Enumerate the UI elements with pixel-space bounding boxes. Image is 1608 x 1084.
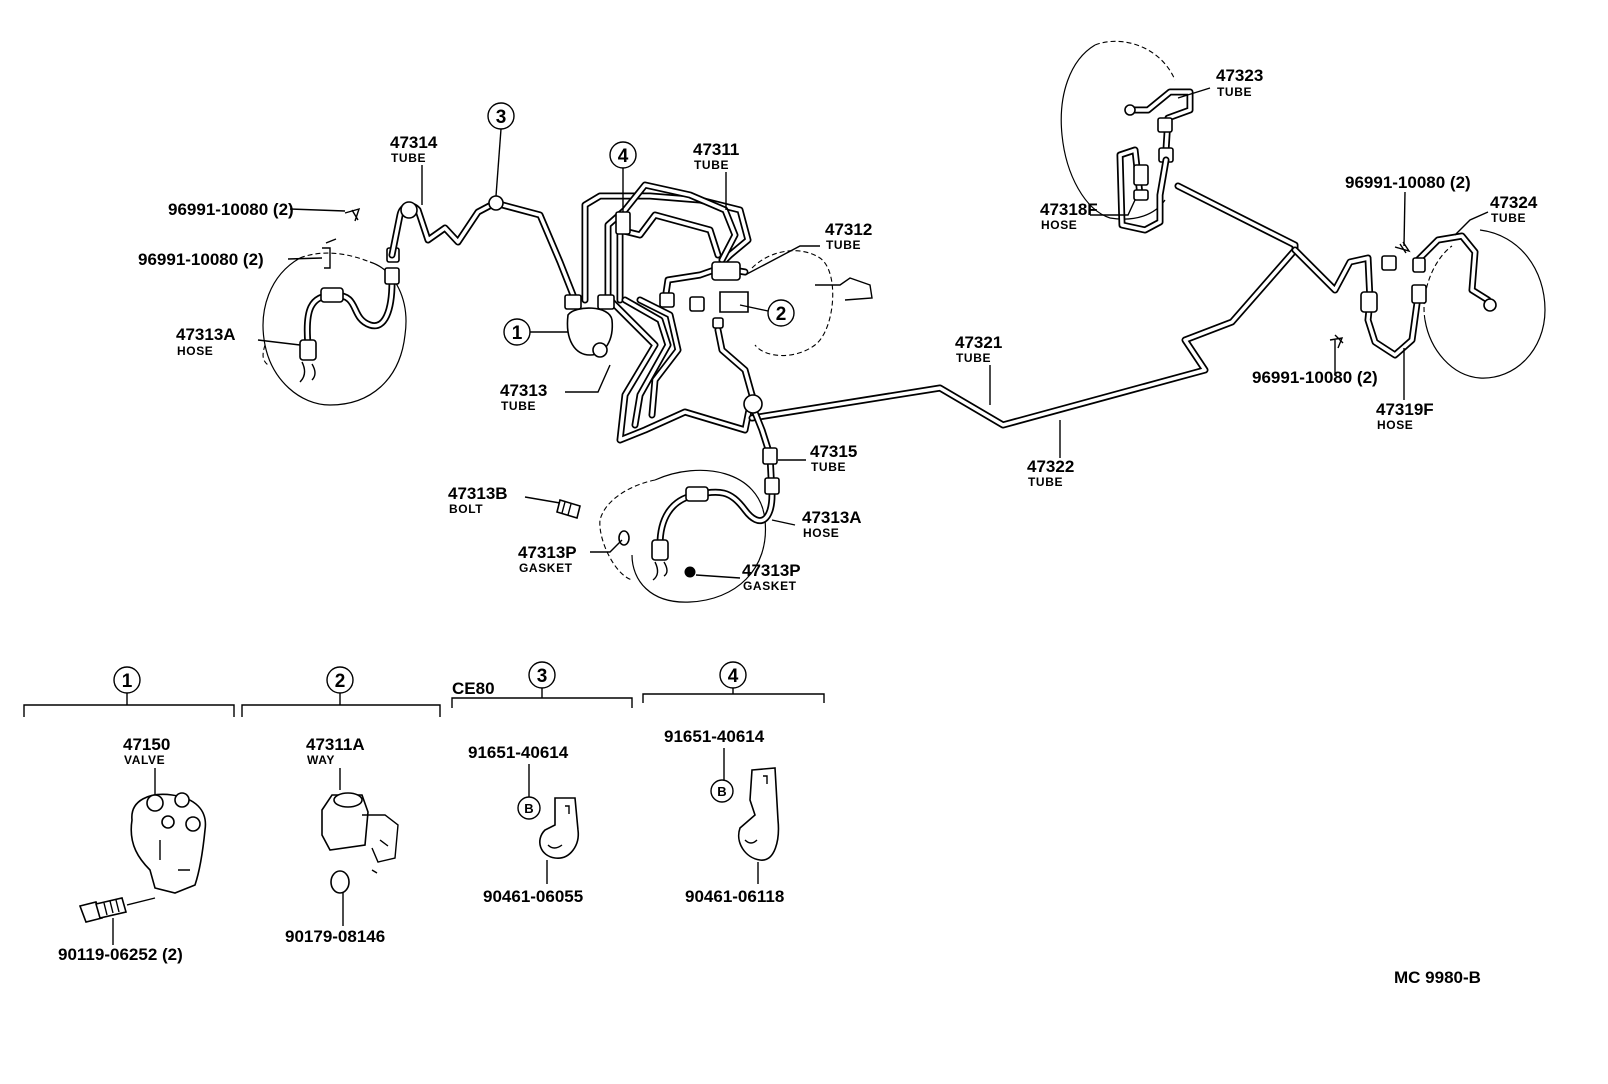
svg-text:TUBE: TUBE bbox=[1028, 475, 1063, 489]
label-47315-tube: 47315 TUBE bbox=[810, 442, 857, 474]
right-front-wheel-assembly bbox=[556, 469, 780, 603]
callout-2-marker: 2 bbox=[739, 299, 795, 327]
svg-text:90119-06252 (2): 90119-06252 (2) bbox=[58, 945, 183, 964]
svg-text:91651-40614: 91651-40614 bbox=[468, 743, 569, 762]
svg-text:TUBE: TUBE bbox=[811, 460, 846, 474]
svg-text:HOSE: HOSE bbox=[1377, 418, 1413, 432]
left-front-wheel-assembly bbox=[262, 207, 407, 406]
label-47323-tube: 47323 TUBE bbox=[1216, 66, 1263, 99]
svg-text:B: B bbox=[524, 801, 533, 816]
label-47313a-hose-left: 47313A HOSE bbox=[176, 325, 236, 358]
svg-text:47313P: 47313P bbox=[518, 543, 577, 562]
label-47313-tube: 47313 TUBE bbox=[500, 381, 547, 413]
svg-text:47313: 47313 bbox=[500, 381, 547, 400]
svg-text:47319F: 47319F bbox=[1376, 400, 1434, 419]
svg-text:B: B bbox=[717, 784, 726, 799]
label-47324-tube: 47324 TUBE bbox=[1490, 193, 1538, 225]
svg-text:TUBE: TUBE bbox=[956, 351, 991, 365]
label-clip-c: 96991-10080 (2) bbox=[1345, 173, 1471, 192]
label-47322-tube: 47322 TUBE bbox=[1027, 457, 1074, 489]
label-clip-d: 96991-10080 (2) bbox=[1252, 368, 1378, 387]
svg-text:47314: 47314 bbox=[390, 133, 438, 152]
svg-text:3: 3 bbox=[496, 107, 507, 128]
rear-right-wheel-assembly bbox=[1060, 40, 1194, 234]
svg-text:TUBE: TUBE bbox=[1491, 211, 1526, 225]
svg-text:47318F: 47318F bbox=[1040, 200, 1098, 219]
svg-text:TUBE: TUBE bbox=[501, 399, 536, 413]
svg-text:91651-40614: 91651-40614 bbox=[664, 727, 765, 746]
svg-text:90461-06055: 90461-06055 bbox=[483, 887, 583, 906]
callout-4-marker: 4 bbox=[609, 141, 637, 212]
brake-tubes bbox=[388, 181, 1374, 499]
svg-text:4: 4 bbox=[618, 146, 629, 167]
svg-text:47312: 47312 bbox=[825, 220, 872, 239]
clip-b-marker-2 bbox=[710, 779, 734, 803]
svg-text:TUBE: TUBE bbox=[694, 158, 729, 172]
svg-text:3: 3 bbox=[537, 666, 548, 687]
svg-text:90461-06118: 90461-06118 bbox=[685, 887, 784, 906]
label-clip-b: 96991-10080 (2) bbox=[138, 250, 264, 269]
svg-text:47311A: 47311A bbox=[306, 735, 365, 754]
detail-brackets bbox=[23, 688, 825, 717]
master-cylinder-area bbox=[564, 250, 873, 358]
svg-text:47313B: 47313B bbox=[448, 484, 508, 503]
detail-2-way: 47311A WAY 90179-08146 bbox=[285, 735, 399, 946]
svg-text:47311: 47311 bbox=[693, 140, 739, 159]
svg-text:HOSE: HOSE bbox=[803, 526, 839, 540]
label-47313a-hose-right: 47313A HOSE bbox=[802, 508, 862, 540]
svg-text:47323: 47323 bbox=[1216, 66, 1263, 85]
svg-text:2: 2 bbox=[335, 671, 346, 692]
svg-text:2: 2 bbox=[776, 304, 787, 325]
detail-callout-1: 1 bbox=[113, 666, 141, 694]
svg-text:BOLT: BOLT bbox=[449, 502, 483, 516]
rear-left-wheel-assembly bbox=[1329, 229, 1546, 379]
svg-text:47324: 47324 bbox=[1490, 193, 1538, 212]
diagram-code: MC 9980-B bbox=[1394, 968, 1481, 987]
label-47313p-gasket-right: 47313P GASKET bbox=[742, 561, 801, 593]
svg-text:WAY: WAY bbox=[307, 753, 335, 767]
detail-callout-4: 4 bbox=[719, 661, 747, 689]
svg-text:1: 1 bbox=[512, 323, 523, 344]
svg-text:TUBE: TUBE bbox=[391, 151, 426, 165]
label-47319f-hose: 47319F HOSE bbox=[1376, 400, 1434, 432]
detail-4-clamp: 91651-40614 B 90461-06118 bbox=[664, 727, 784, 906]
svg-text:VALVE: VALVE bbox=[124, 753, 165, 767]
svg-text:47315: 47315 bbox=[810, 442, 857, 461]
label-47312-tube: 47312 TUBE bbox=[825, 220, 872, 252]
svg-text:47313A: 47313A bbox=[176, 325, 236, 344]
svg-text:GASKET: GASKET bbox=[743, 579, 797, 593]
svg-text:HOSE: HOSE bbox=[1041, 218, 1077, 232]
label-47313p-gasket-left: 47313P GASKET bbox=[518, 543, 577, 575]
svg-text:47313P: 47313P bbox=[742, 561, 801, 580]
svg-text:47150: 47150 bbox=[123, 735, 170, 754]
svg-text:HOSE: HOSE bbox=[177, 344, 213, 358]
callout-3-marker: 3 bbox=[487, 102, 515, 197]
svg-text:47322: 47322 bbox=[1027, 457, 1074, 476]
detail-1-valve: 47150 VALVE 90119-06252 (2) bbox=[58, 735, 207, 964]
clip-b-marker bbox=[517, 796, 541, 820]
svg-text:GASKET: GASKET bbox=[519, 561, 573, 575]
label-clip-a: 96991-10080 (2) bbox=[168, 200, 294, 219]
svg-text:90179-08146: 90179-08146 bbox=[285, 927, 385, 946]
svg-text:TUBE: TUBE bbox=[826, 238, 861, 252]
svg-text:4: 4 bbox=[728, 666, 739, 687]
callout-1-marker: 1 bbox=[503, 318, 568, 346]
detail-callout-3: 3 bbox=[528, 661, 556, 689]
svg-text:47321: 47321 bbox=[955, 333, 1002, 352]
label-47318f-hose: 47318F HOSE bbox=[1040, 200, 1098, 232]
svg-text:TUBE: TUBE bbox=[1217, 85, 1252, 99]
leader-lines bbox=[257, 87, 1489, 579]
label-47321-tube: 47321 TUBE bbox=[955, 333, 1002, 365]
detail-3-clamp: 91651-40614 B 90461-06055 bbox=[468, 743, 583, 906]
variant-label: CE80 bbox=[452, 679, 495, 698]
label-47313b-bolt: 47313B BOLT bbox=[448, 484, 508, 516]
label-47311-tube: 47311 TUBE bbox=[693, 140, 739, 172]
detail-callout-2: 2 bbox=[326, 666, 354, 694]
svg-text:47313A: 47313A bbox=[802, 508, 862, 527]
svg-text:1: 1 bbox=[122, 671, 133, 692]
label-47314-tube: 47314 TUBE bbox=[390, 133, 438, 165]
